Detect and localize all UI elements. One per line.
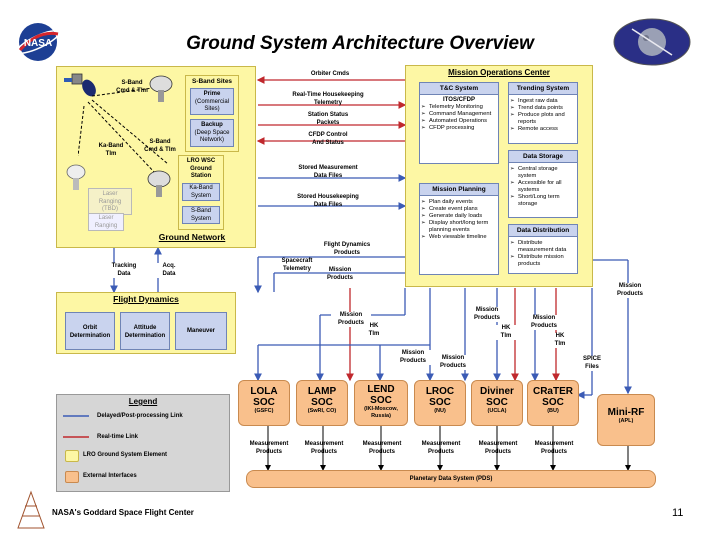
trending-title: Trending System — [509, 83, 577, 95]
footer-label: NASA's Goddard Space Flight Center — [52, 508, 194, 517]
tc-system-title: T&C System — [420, 83, 498, 95]
goddard-logo — [17, 490, 45, 529]
mission-planning-title: Mission Planning — [420, 184, 498, 196]
nasa-logo: NASA — [16, 23, 60, 61]
legend-item: Delayed/Post-processing Link — [97, 413, 183, 419]
radio-links — [78, 85, 169, 175]
legend-lines — [63, 415, 89, 438]
legend: Legend Delayed/Post-processing Link Real… — [56, 394, 230, 492]
trending-system-box: Trending System Ingest raw dataTrend dat… — [508, 82, 578, 144]
soc-mini-rf: Mini-RF(APL) — [597, 394, 655, 446]
moc-title: Mission Operations Center — [448, 68, 550, 77]
itos-cfdp-label: ITOS/CFDP — [443, 97, 475, 103]
mission-planning-box: Mission Planning Plan daily eventsCreate… — [419, 183, 499, 275]
planetary-data-system: Planetary Data System (PDS) — [246, 470, 656, 488]
legend-orange-swatch — [65, 471, 79, 483]
data-storage-title: Data Storage — [509, 151, 577, 163]
tc-system-box: T&C System ITOS/CFDP Telemetry Monitorin… — [419, 82, 499, 164]
legend-yellow-swatch — [65, 450, 79, 462]
legend-title: Legend — [128, 397, 158, 406]
ground-network-label: Ground Network — [158, 232, 226, 242]
sband-sites-title: S-Band Sites — [191, 78, 233, 85]
satellite-icon — [64, 73, 96, 97]
lro-mission-logo — [613, 18, 691, 66]
page-title: Ground System Architecture Overview — [186, 33, 534, 54]
legend-item: LRO Ground System Element — [83, 452, 168, 458]
antenna-icon — [147, 170, 171, 197]
antenna-icon — [149, 75, 173, 102]
legend-item: Real-time Link — [97, 434, 139, 440]
data-distribution-title: Data Distribution — [509, 225, 577, 237]
page-number: 11 — [672, 507, 684, 519]
maneuver-box: Maneuver — [175, 312, 227, 350]
data-distribution-box: Data Distribution Distribute measurement… — [508, 224, 578, 274]
data-storage-box: Data Storage Central storage systemAcces… — [508, 150, 578, 218]
pds-label: Planetary Data System (PDS) — [409, 476, 493, 482]
svg-text:NASA: NASA — [24, 38, 52, 49]
laser-station-icon — [66, 164, 86, 190]
flow-label: Acq.Data — [154, 263, 184, 278]
flight-dynamics-title: Flight Dynamics — [113, 294, 179, 304]
legend-item: External Interfaces — [83, 473, 137, 479]
flow-label: Orbiter Cmds — [310, 71, 350, 77]
